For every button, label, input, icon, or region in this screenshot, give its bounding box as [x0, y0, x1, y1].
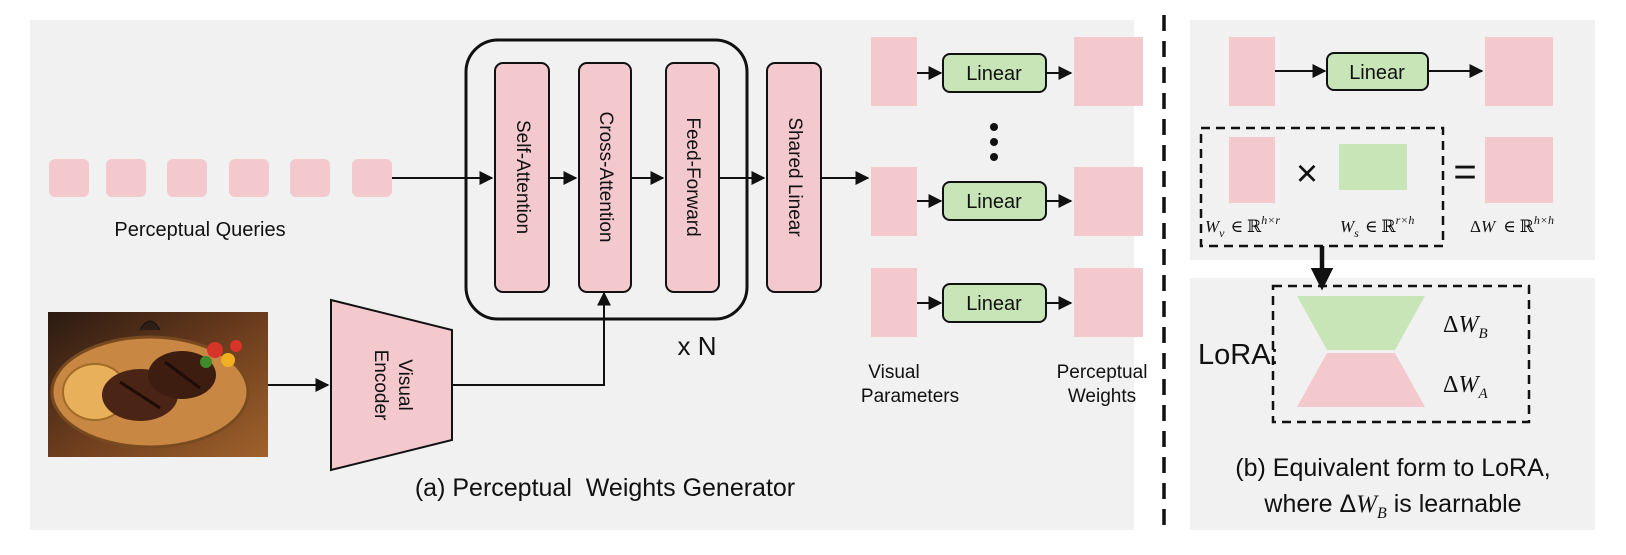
linear-block-label: Linear — [966, 63, 1022, 85]
equals-symbol: = — [1453, 150, 1476, 194]
linear-block-label: Linear — [1349, 62, 1405, 84]
perceptual-weight-block — [1074, 37, 1143, 106]
output-block — [1485, 37, 1553, 106]
vertical-ellipsis — [990, 123, 998, 161]
perceptual-weights-label: Weights — [1068, 386, 1136, 407]
panel-b-caption-line2: where ΔWB is learnable — [1263, 490, 1521, 522]
times-symbol: × — [1296, 153, 1318, 195]
query-token — [290, 159, 330, 197]
wv-block — [1229, 137, 1275, 203]
query-token — [167, 159, 207, 197]
query-token — [352, 159, 392, 197]
lora-label: LoRA: — [1198, 339, 1279, 371]
linear-block-label: Linear — [966, 293, 1022, 315]
panel-a-caption: (a) Perceptual Weights Generator — [415, 474, 795, 502]
perceptual-weight-block — [1074, 167, 1143, 236]
repeat-block-outline — [464, 38, 749, 321]
delta-w-formula: ΔW∈ℝh×h — [1470, 213, 1554, 236]
visual-parameters-label: Visual — [868, 362, 919, 383]
ws-block — [1339, 144, 1407, 190]
feed-forward-label: Feed-Forward — [682, 117, 703, 236]
perceptual-queries-label: Perceptual Queries — [114, 219, 285, 241]
query-token — [229, 159, 269, 197]
visual-parameter-block — [871, 268, 917, 337]
visual-encoder-label: Visual Encoder — [370, 350, 415, 421]
visual-parameters-label: Parameters — [861, 386, 959, 407]
delta-wa-label: ΔWA — [1443, 372, 1488, 402]
panel-b-caption-line1: (b) Equivalent form to LoRA, — [1235, 454, 1550, 482]
delta-w-block — [1485, 137, 1553, 203]
wv-formula: Wv∈ℝh×r — [1205, 213, 1280, 240]
perceptual-queries — [49, 159, 392, 197]
arrow-encoder-to-cross-attention — [452, 291, 611, 386]
visual-parameter-block — [871, 167, 917, 236]
ws-formula: Ws∈ℝr×h — [1340, 213, 1414, 240]
lora-a-trapezoid — [1297, 353, 1425, 407]
shared-linear-label: Shared Linear — [784, 117, 805, 237]
svg-text:Visual: Visual — [394, 359, 415, 410]
steak-photo — [48, 312, 268, 457]
repeat-count-label: x N — [678, 331, 717, 361]
cross-attention-label: Cross-Attention — [595, 112, 616, 243]
query-token — [106, 159, 146, 197]
visual-parameter-block — [871, 37, 917, 106]
lora-b-trapezoid — [1297, 296, 1425, 350]
lora-dashed-box — [1271, 284, 1531, 424]
delta-wb-label: ΔWB — [1443, 312, 1488, 342]
frozen-weight-block — [1229, 37, 1275, 106]
query-token — [49, 159, 89, 197]
perceptual-weights-label: Perceptual — [1057, 362, 1148, 383]
linear-block-label: Linear — [966, 191, 1022, 213]
self-attention-label: Self-Attention — [512, 120, 533, 234]
perceptual-weight-block — [1074, 268, 1143, 337]
svg-text:Encoder: Encoder — [370, 350, 391, 421]
visual-encoder-block — [330, 298, 453, 472]
